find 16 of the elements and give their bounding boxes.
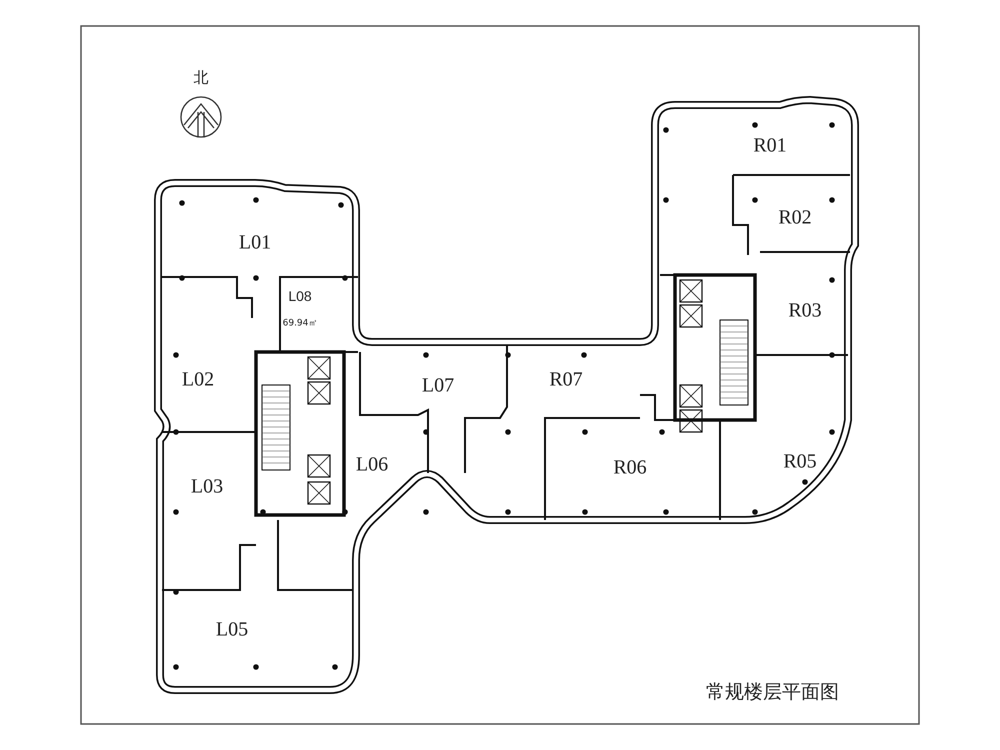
room-label: L07 bbox=[422, 374, 454, 398]
room-label: R01 bbox=[753, 134, 787, 158]
room-label: L03 bbox=[190, 476, 224, 498]
room-label: L05 bbox=[216, 618, 248, 642]
room-label: R06 bbox=[613, 456, 647, 480]
compass-label: 北 bbox=[194, 68, 208, 88]
caption: 常规楼层平面图 bbox=[706, 680, 839, 705]
room-label: L06 bbox=[356, 454, 388, 476]
room-label: R03 bbox=[788, 300, 822, 322]
room-label: L01 bbox=[238, 232, 272, 254]
room-label: R02 bbox=[778, 206, 812, 230]
room-label: R07 bbox=[549, 368, 583, 392]
room-label: R05 bbox=[783, 450, 817, 474]
room-label: L02 bbox=[182, 368, 214, 392]
area-label: 69.94㎡ bbox=[282, 318, 318, 330]
room-label: L08 bbox=[288, 288, 312, 304]
